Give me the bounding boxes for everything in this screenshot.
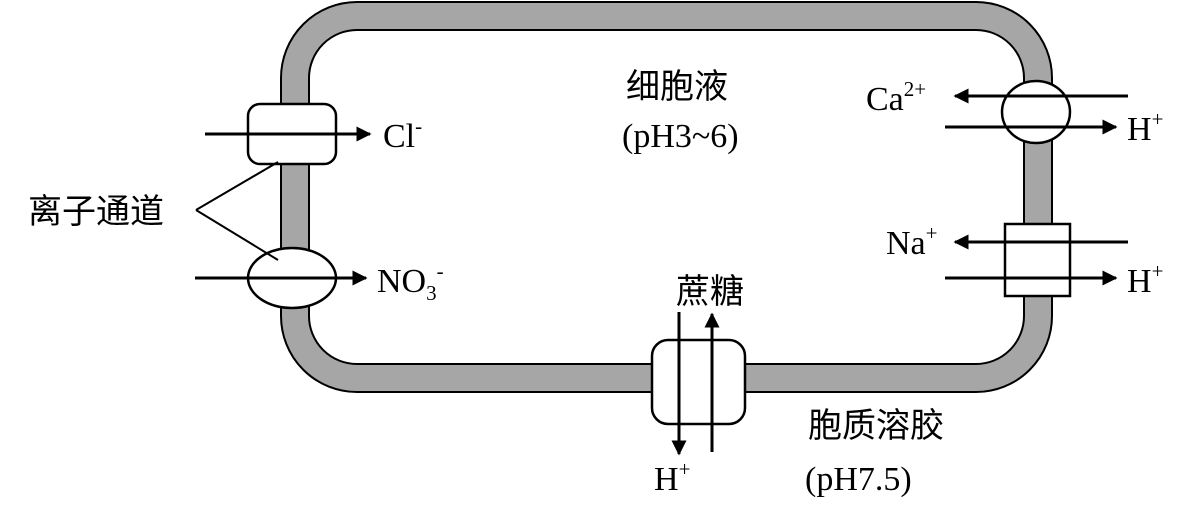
h-label-top: H+ (1127, 107, 1163, 148)
cytosol-title: 细胞液 (626, 67, 728, 107)
ca-h-antiporter (1000, 79, 1072, 145)
h-label-mid: H+ (1127, 259, 1163, 300)
sucrose-h-transporter (650, 338, 747, 426)
cytosol-ph: (pH3~6) (622, 118, 739, 155)
cl-label: Cl- (383, 114, 422, 155)
na-h-antiporter (1003, 222, 1072, 298)
na-label: Na+ (886, 221, 938, 262)
sucrose-label: 蔗糖 (676, 272, 744, 312)
ion-channel-label: 离子通道 (28, 192, 164, 232)
cytoplasm-ph: (pH7.5) (805, 461, 912, 498)
ion-channel-pointer-lower (195, 209, 279, 261)
ion-channel-pointer-upper (195, 161, 279, 211)
ca-label: Ca2+ (866, 77, 926, 118)
no3-label: NO3- (377, 259, 444, 305)
cytoplasm-title: 胞质溶胶 (808, 406, 944, 446)
h-label-bottom: H+ (654, 457, 690, 498)
